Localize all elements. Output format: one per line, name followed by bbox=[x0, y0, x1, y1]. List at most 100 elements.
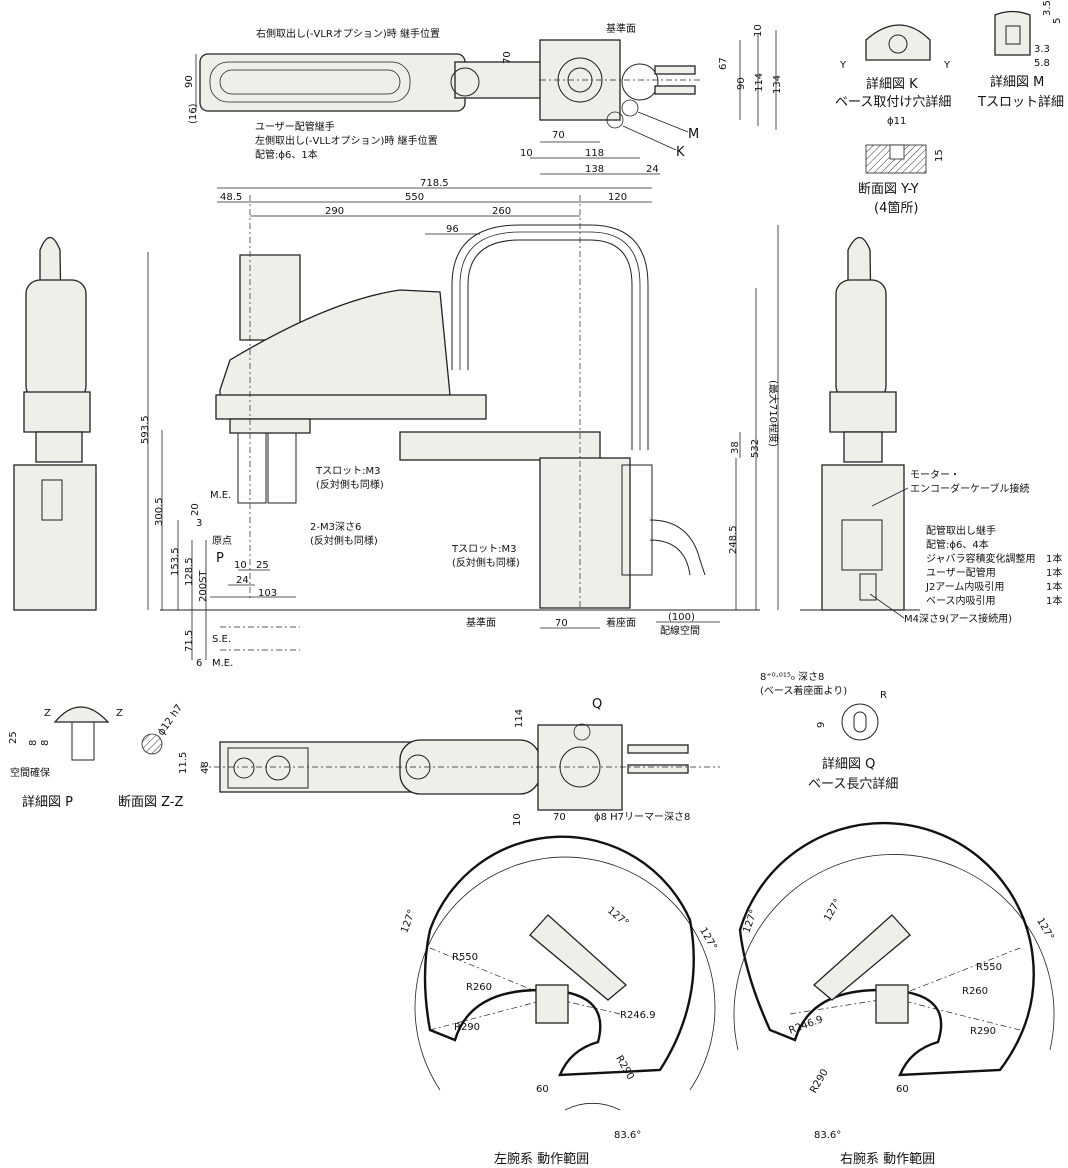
dim-48: 48.5 bbox=[220, 192, 242, 203]
detail-p-z-right: Z bbox=[116, 708, 123, 719]
detail-m-subtitle: Tスロット詳細 bbox=[977, 94, 1064, 110]
dim-153: 153.5 bbox=[170, 547, 181, 576]
detail-m-dim-2: 5 bbox=[1052, 18, 1063, 24]
p-label: P bbox=[216, 551, 224, 566]
dim-90: 90 bbox=[184, 75, 195, 88]
left-operating-range: 127° 127° 127° R550 R260 R290 R246.9 R29… bbox=[399, 835, 719, 1167]
detail-q-subtitle: ベース長穴詳細 bbox=[808, 776, 898, 792]
dim-120: 120 bbox=[608, 192, 627, 203]
ref-face-top: 基準面 bbox=[606, 22, 636, 35]
dim-10-top: 10 bbox=[753, 24, 764, 37]
dim-200: 200ST bbox=[198, 570, 209, 602]
callout-k: K bbox=[676, 145, 685, 160]
left-range-a2: 127° bbox=[605, 905, 631, 929]
dim-114: 114 bbox=[754, 73, 765, 92]
detail-q: 8⁺⁰·⁰¹⁵₀ 深さ8 (ベース着座面より) R 9 詳細図 Q ベース長穴詳… bbox=[760, 671, 898, 792]
detail-p-title: 詳細図 P bbox=[22, 794, 73, 810]
right-view: モーター・ エンコーダーケーブル接続 配管取出し継手 配管:ϕ6、4本 ジャバラ… bbox=[800, 236, 1062, 625]
callout-m: M bbox=[688, 127, 699, 142]
note-fitting-4-count: 1本 bbox=[1046, 566, 1062, 579]
detail-q-title: 詳細図 Q bbox=[822, 756, 875, 772]
right-range-60: 60 bbox=[896, 1084, 909, 1095]
right-range-r290b: R290 bbox=[808, 1067, 831, 1095]
detail-m-dim-4: 5.8 bbox=[1034, 58, 1050, 69]
note-fitting-6: ベース内吸引用 bbox=[926, 594, 996, 607]
section-zz-dia: ϕ12 h7 bbox=[156, 703, 185, 738]
tslot-base-2: (反対側も同様) bbox=[452, 556, 520, 569]
ref-face-side: 基準面 bbox=[466, 616, 496, 629]
note-motor-1: モーター・ bbox=[910, 469, 960, 481]
dim-103: 103 bbox=[258, 588, 277, 599]
left-range-a1: 127° bbox=[399, 908, 418, 934]
tap-m3-2: (反対側も同様) bbox=[310, 534, 378, 547]
dim-100: (100) bbox=[668, 612, 695, 623]
left-view bbox=[13, 236, 97, 611]
detail-q-r: R bbox=[880, 690, 887, 701]
section-yy: ϕ11 15 断面図 Y-Y (4箇所) bbox=[858, 116, 945, 216]
tap-m3-1: 2-M3深さ6 bbox=[310, 521, 361, 533]
dim-290: 290 bbox=[325, 206, 344, 217]
note-motor-2: エンコーダーケーブル接続 bbox=[910, 482, 1029, 495]
detail-p: Z Z 25 8 8 空間確保 詳細図 P bbox=[8, 706, 123, 810]
right-range-a2: 127° bbox=[822, 897, 844, 923]
dim-260: 260 bbox=[492, 206, 511, 217]
section-zz-depth: 11.5 bbox=[178, 752, 189, 774]
right-range-r290: R290 bbox=[970, 1026, 996, 1037]
right-range-a1: 127° bbox=[741, 908, 760, 934]
right-range-a3: 127° bbox=[1034, 916, 1056, 942]
dim-67: 67 bbox=[718, 57, 729, 70]
left-range-r550: R550 bbox=[452, 952, 478, 963]
note-fitting-6-count: 1本 bbox=[1046, 594, 1062, 607]
dim-70-base: 70 bbox=[555, 618, 568, 629]
left-range-836: 83.6° bbox=[614, 1130, 641, 1141]
dim-96: 96 bbox=[446, 224, 459, 235]
right-range-r260: R260 bbox=[962, 986, 988, 997]
left-range-r246: R246.9 bbox=[620, 1010, 656, 1021]
tslot-top-2: (反対側も同様) bbox=[316, 478, 384, 491]
dim-24: 24 bbox=[646, 164, 659, 175]
bottom-dim-10: 10 bbox=[512, 813, 523, 826]
detail-k-y-left: Y bbox=[839, 60, 847, 71]
detail-q-note: (ベース着座面より) bbox=[760, 684, 847, 697]
bottom-dim-48: 48 bbox=[200, 761, 211, 774]
dim-10-bottom: 10 bbox=[234, 560, 247, 571]
detail-m-dim-3: 3.3 bbox=[1034, 44, 1050, 55]
dim-134: 134 bbox=[772, 75, 783, 94]
left-range-r290: R290 bbox=[454, 1022, 480, 1033]
note-fitting-1: 配管取出し継手 bbox=[926, 524, 996, 537]
dim-10-b: 10 bbox=[520, 148, 533, 159]
front-view: 718.5 48.5 550 120 290 260 96 (最大710程度) … bbox=[140, 178, 780, 669]
dim-max-710: (最大710程度) bbox=[767, 380, 780, 447]
section-zz: ϕ12 h7 11.5 断面図 Z-Z bbox=[118, 703, 189, 810]
dim-550: 550 bbox=[405, 192, 424, 203]
dim-25-bottom: 25 bbox=[256, 560, 269, 571]
dim-128: 128.5 bbox=[184, 557, 195, 586]
detail-p-clearance: 空間確保 bbox=[10, 766, 50, 779]
dim-118: 118 bbox=[585, 148, 604, 159]
note-fitting-3-count: 1本 bbox=[1046, 552, 1062, 565]
note-fitting-5: J2アーム内吸引用 bbox=[925, 580, 1004, 593]
dim-593: 593.5 bbox=[140, 415, 151, 444]
note-right-exit: 右側取出し(-VLRオプション)時 継手位置 bbox=[256, 27, 440, 40]
note-earth: M4深さ9(アース接続用) bbox=[904, 612, 1012, 625]
detail-p-dim-8a: 8 bbox=[28, 740, 39, 746]
note-user-fitting: ユーザー配管継手 bbox=[255, 120, 335, 133]
detail-k-y-right: Y bbox=[943, 60, 951, 71]
right-range-r550: R550 bbox=[976, 962, 1002, 973]
dim-90-right: 90 bbox=[736, 77, 747, 90]
left-range-title: 左腕系 動作範囲 bbox=[494, 1151, 589, 1167]
section-yy-dia: ϕ11 bbox=[887, 116, 906, 127]
se-label: S.E. bbox=[212, 634, 231, 645]
dim-71: 71.5 bbox=[184, 630, 195, 652]
detail-p-z-left: Z bbox=[44, 708, 51, 719]
dim-718: 718.5 bbox=[420, 178, 449, 189]
dim-70: 70 bbox=[502, 51, 513, 64]
detail-p-dim-8b: 8 bbox=[40, 740, 51, 746]
bottom-view: 48 114 10 70 ϕ8 H7リーマー深さ8 Q bbox=[200, 697, 720, 826]
dim-24-bottom: 24 bbox=[236, 575, 249, 586]
me-label: M.E. bbox=[210, 490, 231, 501]
note-fitting-5-count: 1本 bbox=[1046, 580, 1062, 593]
detail-m-title: 詳細図 M bbox=[990, 74, 1044, 90]
section-zz-title: 断面図 Z-Z bbox=[118, 795, 184, 810]
